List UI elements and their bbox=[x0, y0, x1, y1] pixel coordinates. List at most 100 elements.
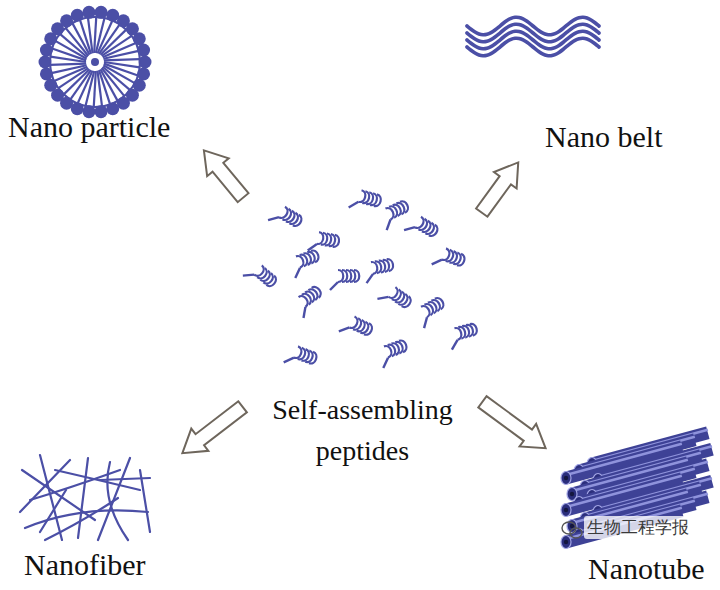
helix-turn bbox=[353, 318, 363, 331]
peptide-helix bbox=[377, 282, 412, 315]
peptide-tail bbox=[293, 268, 303, 278]
figure-label: Self-assembling peptides bbox=[255, 390, 470, 471]
micelle-rim bbox=[50, 17, 140, 107]
lipid-tail bbox=[50, 64, 86, 65]
helix-turn bbox=[329, 234, 336, 247]
peptide-tail bbox=[404, 223, 415, 234]
peptide-helix bbox=[339, 313, 374, 343]
micelle-core bbox=[91, 58, 99, 66]
helix-turn bbox=[357, 320, 367, 333]
tube-end bbox=[561, 536, 571, 549]
tube-lumen bbox=[564, 540, 568, 544]
helix-turn bbox=[354, 270, 359, 282]
peptide-helix bbox=[349, 188, 382, 215]
figure-label: Nanotube bbox=[588, 552, 705, 585]
peptide-tail bbox=[432, 257, 442, 267]
figure-node: Nanofiber bbox=[10, 440, 180, 586]
helix-turn bbox=[346, 270, 351, 282]
peptide-tail bbox=[383, 219, 394, 230]
belt-layer bbox=[467, 38, 599, 56]
peptide-helix bbox=[376, 339, 410, 368]
lipid-tail bbox=[94, 71, 96, 107]
helix-turn bbox=[389, 205, 399, 218]
peptide-tail bbox=[308, 243, 317, 252]
helix-turn bbox=[435, 296, 446, 309]
peptide-helix bbox=[378, 200, 413, 230]
head-group bbox=[133, 32, 146, 45]
helix-turn bbox=[293, 215, 304, 228]
peptide-helix bbox=[414, 296, 449, 328]
helix-turn bbox=[402, 296, 413, 309]
lipid-tail bbox=[103, 51, 138, 59]
helix-turn bbox=[429, 225, 440, 238]
peptide-helix bbox=[288, 249, 322, 278]
peptide-tail bbox=[339, 324, 350, 335]
helix-turn bbox=[309, 352, 318, 365]
tube-end bbox=[561, 472, 571, 485]
fiber-strand bbox=[100, 478, 150, 480]
peptide-helix bbox=[268, 203, 303, 235]
peptide-helix bbox=[447, 323, 480, 350]
helix-turn bbox=[338, 270, 343, 282]
hollow-arrow bbox=[476, 162, 518, 216]
peptide-tail bbox=[330, 282, 338, 290]
helix-turn bbox=[383, 259, 390, 272]
helix-turn bbox=[349, 317, 359, 330]
peptide-helix bbox=[404, 213, 439, 245]
lipid-tail bbox=[97, 71, 102, 107]
tube-end bbox=[561, 504, 571, 517]
figure-node: Nanotube bbox=[548, 430, 716, 588]
peptide-tail bbox=[381, 358, 391, 368]
helix-turn bbox=[312, 285, 323, 298]
peptide-tail bbox=[377, 292, 388, 303]
hollow-arrow bbox=[478, 396, 545, 448]
peptide-helix bbox=[284, 344, 318, 373]
helix-turn bbox=[364, 323, 374, 336]
head-group bbox=[44, 79, 57, 92]
helix-turn bbox=[311, 249, 320, 262]
peptide-tail bbox=[420, 317, 431, 328]
helix-turn bbox=[393, 203, 403, 216]
lipid-tail bbox=[104, 59, 140, 60]
helix-turn bbox=[374, 194, 382, 207]
peptide-helix bbox=[243, 260, 278, 294]
figure-node: Nano belt bbox=[455, 10, 685, 160]
peptide-tail bbox=[268, 213, 279, 224]
peptide-tail bbox=[243, 269, 254, 280]
peptide-tail bbox=[450, 340, 460, 350]
lipid-tail bbox=[88, 18, 93, 54]
helix-turn bbox=[399, 339, 408, 352]
nanobelt-figure bbox=[467, 17, 599, 56]
peptide-helix bbox=[330, 270, 359, 290]
helix-turn bbox=[325, 233, 332, 246]
figure-label: Nano particle bbox=[8, 110, 170, 143]
fiber-strand bbox=[40, 490, 66, 532]
peptide-cluster bbox=[243, 188, 480, 372]
helix-turn bbox=[457, 254, 466, 267]
figure-label: Nano belt bbox=[545, 120, 662, 153]
helix-turn bbox=[342, 270, 347, 282]
nanofiber-figure bbox=[20, 455, 150, 540]
peptide-helix bbox=[292, 285, 327, 318]
nanotube-figure bbox=[561, 430, 712, 549]
wechat-icon bbox=[562, 522, 582, 538]
helix-turn bbox=[385, 206, 395, 219]
helix-turn bbox=[371, 261, 378, 274]
fiber-strand bbox=[98, 458, 130, 540]
peptide-tail bbox=[284, 355, 294, 365]
figure-node: Self-assembling peptides bbox=[245, 180, 480, 475]
lipid-tail bbox=[94, 17, 96, 53]
helix-turn bbox=[360, 322, 370, 335]
watermark: 生物工程学报 bbox=[584, 516, 692, 539]
helix-turn bbox=[266, 276, 278, 289]
helix-turn bbox=[350, 270, 355, 282]
tube-lumen bbox=[564, 476, 568, 480]
fiber-strand bbox=[20, 460, 70, 512]
tube-lumen bbox=[564, 508, 568, 512]
peptide-helix bbox=[363, 258, 395, 283]
